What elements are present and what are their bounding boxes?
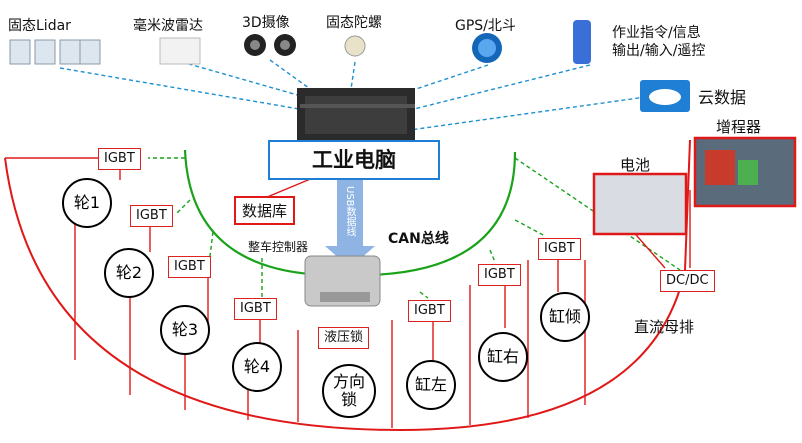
wheel4-node: 轮4 — [232, 342, 282, 392]
igbt-wheel2: IGBT — [130, 205, 173, 227]
wheel1-node: 轮1 — [62, 178, 112, 228]
cylinder-right-node: 缸右 — [478, 332, 528, 382]
igbt-wheel1: IGBT — [98, 148, 141, 170]
hydraulic-lock-box: 液压锁 — [318, 327, 370, 349]
range-extender-label: 增程器 — [716, 118, 762, 136]
cylinder-left-node: 缸左 — [406, 360, 456, 410]
command-label-line1: 作业指令/信息 — [612, 25, 701, 41]
gps-label: GPS/北斗 — [455, 18, 516, 34]
igbt-cyl-right: IGBT — [478, 264, 521, 286]
igbt-wheel3: IGBT — [168, 256, 211, 278]
wheel2-node: 轮2 — [104, 248, 154, 298]
can-bus-label: CAN总线 — [388, 231, 449, 247]
vcu-label: 整车控制器 — [248, 240, 309, 254]
wheel3-node: 轮3 — [160, 305, 210, 355]
steering-lock-line2: 锁 — [340, 390, 357, 409]
usb-cable-label: USB数据线 — [344, 186, 355, 237]
dcdc-box: DC/DC — [660, 270, 715, 292]
industrial-pc-label: 工业电脑 — [268, 140, 440, 180]
dc-bus-label: 直流母排 — [634, 318, 695, 336]
cloud-label: 云数据 — [698, 88, 747, 107]
igbt-cyl-left: IGBT — [408, 300, 451, 322]
steering-lock-line1: 方向 — [332, 372, 365, 391]
steering-lock-node: 方向 锁 — [322, 364, 376, 418]
battery-label: 电池 — [620, 156, 651, 174]
database-label: 数据库 — [234, 196, 296, 225]
lidar-label: 固态Lidar — [8, 18, 71, 34]
camera-label: 3D摄像 — [242, 15, 290, 31]
cylinder-tilt-node: 缸倾 — [540, 292, 590, 342]
radar-label: 毫米波雷达 — [133, 18, 203, 34]
igbt-wheel4: IGBT — [234, 298, 277, 320]
gyro-label: 固态陀螺 — [326, 15, 382, 31]
igbt-cyl-tilt: IGBT — [538, 238, 581, 260]
command-label-line2: 输出/输入/遥控 — [612, 43, 706, 59]
